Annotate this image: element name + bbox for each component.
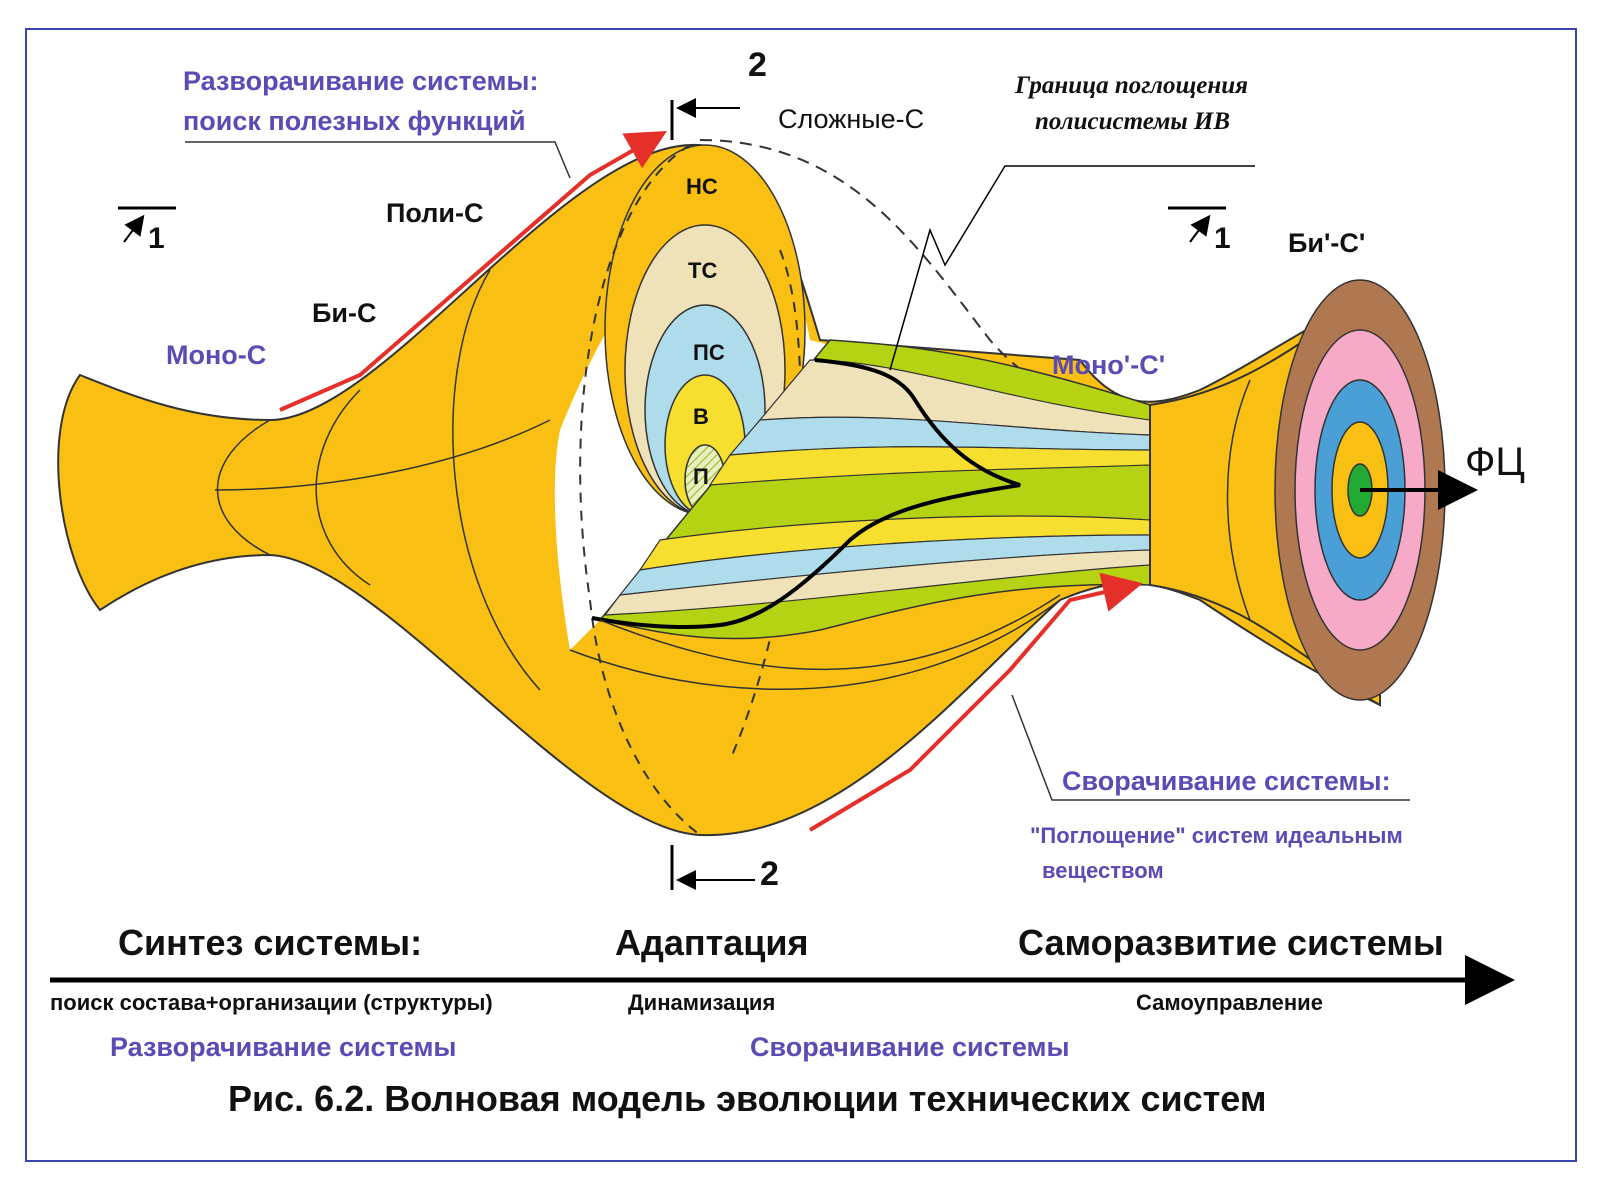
mono-prime-label: Моно'-С' [1052, 350, 1166, 380]
absorption-boundary [591, 358, 1021, 629]
figure-frame [25, 28, 1577, 1162]
fc-label: ФЦ [1465, 440, 1525, 484]
ring-hc-label: НС [686, 174, 718, 199]
fold-label-title: Сворачивание системы: [1062, 766, 1391, 796]
stage2-title: Адаптация [615, 922, 809, 963]
boundary-label-line1: Граница поглощения [1015, 72, 1249, 99]
section2-bottom-label: 2 [760, 855, 779, 893]
bi-label: Би-С [312, 298, 377, 328]
stage1-title: Синтез системы: [118, 922, 423, 963]
section2-top-label: 2 [748, 46, 767, 84]
axis-line [214, 419, 551, 491]
inner-line-lower2 [599, 594, 1061, 671]
bi-prime-label: Би'-С' [1288, 228, 1366, 258]
leader-unfold [185, 141, 571, 179]
inner-line-lower [569, 599, 1061, 691]
timeline-unfold-label: Разворачивание системы [110, 1032, 457, 1062]
boundary-label-line2: полисистемы ИВ [1035, 108, 1231, 135]
stage2-sub: Динамизация [628, 990, 776, 1015]
mono-label: Моно-С [166, 340, 267, 370]
section-line-2 [315, 389, 371, 586]
section1-left-arrow [123, 214, 145, 243]
section1-right-label: 1 [1214, 222, 1231, 255]
ring-p-label: П [693, 464, 709, 489]
section-dashed-left [579, 144, 701, 836]
unfold-arrow [279, 131, 667, 412]
fold-arrow [808, 572, 1143, 832]
fold-label-sub1: "Поглощение" систем идеальным [1030, 823, 1403, 848]
figure-caption: Рис. 6.2. Волновая модель эволюции техни… [228, 1078, 1267, 1119]
timeline-fold-label: Сворачивание системы [750, 1032, 1070, 1062]
right-horn-line [1226, 379, 1251, 621]
section1-right-arrow [1189, 214, 1211, 243]
ring-pc-label: ПС [693, 340, 725, 365]
poly-label: Поли-С [386, 198, 484, 228]
section1-left-label: 1 [148, 222, 165, 255]
stage3-sub: Самоуправление [1136, 990, 1323, 1015]
ring-tc-label: ТС [688, 258, 718, 283]
leader-boundary [889, 165, 1255, 371]
stage1-sub: поиск состава+организации (структуры) [50, 990, 493, 1015]
ring-v-label: В [693, 404, 709, 429]
complex-label: Сложные-С [778, 104, 925, 134]
unfold-label-line2: поиск полезных функций [183, 106, 526, 136]
unfold-label-line1: Разворачивание системы: [183, 66, 539, 96]
stage3-title: Саморазвитие системы [1018, 922, 1444, 963]
fold-label-sub2: веществом [1042, 858, 1164, 883]
section-line-3 [452, 269, 541, 691]
leader-fold [1011, 694, 1410, 801]
